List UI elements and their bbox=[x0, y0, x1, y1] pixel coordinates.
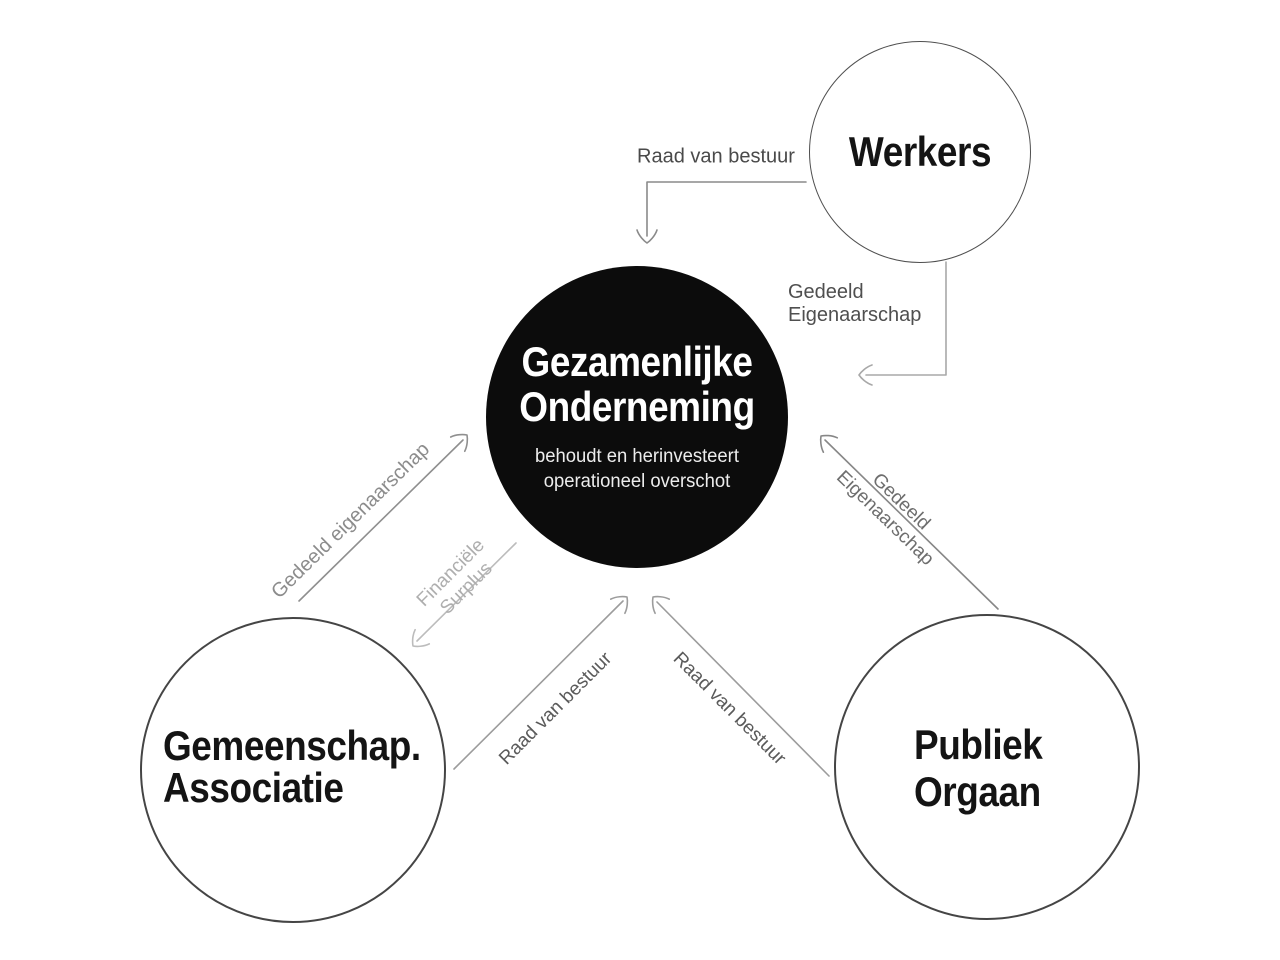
joint-venture-title-line2: Onderneming bbox=[519, 383, 755, 430]
arrowhead-upleft-icon bbox=[651, 595, 671, 615]
joint-venture-title-line1: Gezamenlijke bbox=[521, 338, 753, 385]
shared-ownership-workers-line2: Eigenaarschap bbox=[788, 304, 922, 326]
arrow-board-from-public bbox=[651, 595, 830, 777]
arrow-board-from-workers bbox=[636, 181, 807, 244]
arrowhead-upright-icon bbox=[449, 433, 469, 453]
joint-venture-subtitle-line1: behoudt en herinvesteert bbox=[535, 446, 739, 467]
arrow-board-from-community bbox=[453, 595, 629, 770]
public-label-line1: Publiek bbox=[914, 721, 1043, 768]
joint-venture-subtitle-line2: operationeel overschot bbox=[543, 471, 731, 492]
arrowhead-upleft-icon bbox=[819, 434, 839, 454]
arrowhead-left-icon bbox=[858, 364, 873, 386]
node-joint-venture: Gezamenlijke Onderneming behoudt en heri… bbox=[486, 266, 788, 568]
node-workers bbox=[809, 41, 1031, 263]
joint-venture-title: Gezamenlijke Onderneming bbox=[504, 339, 770, 429]
node-workers-label: Werkers bbox=[848, 128, 992, 175]
edge-label-shared-ownership-workers: Gedeeld Eigenaarschap bbox=[788, 281, 921, 327]
edge-label-financial-surplus: Financiële Surplus bbox=[413, 535, 505, 627]
shared-ownership-workers-line1: Gedeeld bbox=[788, 281, 864, 303]
edge-label-board-from-public: Raad van bestuur bbox=[668, 648, 790, 770]
node-public-body bbox=[834, 614, 1140, 920]
community-label-line1: Gemeenschap. bbox=[163, 722, 421, 769]
joint-venture-subtitle: behoudt en herinvesteert operationeel ov… bbox=[491, 444, 784, 494]
edge-label-shared-ownership-public: Gedeeld Eigenaarschap bbox=[831, 449, 954, 570]
node-community-association-label: Gemeenschap. Associatie bbox=[163, 725, 421, 809]
community-label-line2: Associatie bbox=[163, 764, 344, 811]
arrowhead-downleft-icon bbox=[411, 628, 431, 648]
arrowhead-upright-icon bbox=[609, 595, 629, 615]
public-label-line2: Orgaan bbox=[914, 768, 1041, 815]
node-public-body-label: Publiek Orgaan bbox=[914, 721, 1043, 815]
node-community-association bbox=[140, 617, 446, 923]
edge-label-board-from-workers: Raad van bestuur bbox=[637, 145, 795, 168]
arrowhead-down-icon bbox=[636, 229, 658, 244]
edge-label-shared-ownership-community: Gedeeld eigenaarschap bbox=[267, 438, 435, 603]
edge-label-board-from-community: Raad van bestuur bbox=[495, 648, 617, 770]
